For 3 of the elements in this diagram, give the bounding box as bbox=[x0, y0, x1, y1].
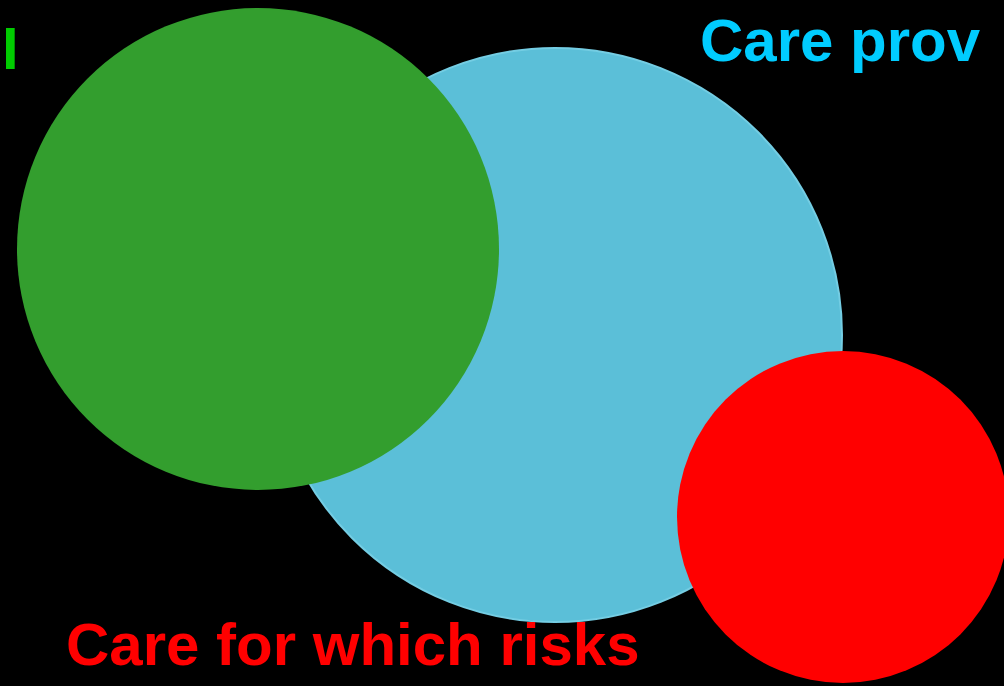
set-label: I bbox=[2, 16, 19, 82]
set-label: Care prov bbox=[700, 8, 981, 74]
set-label: Care for which risks bbox=[66, 612, 640, 678]
